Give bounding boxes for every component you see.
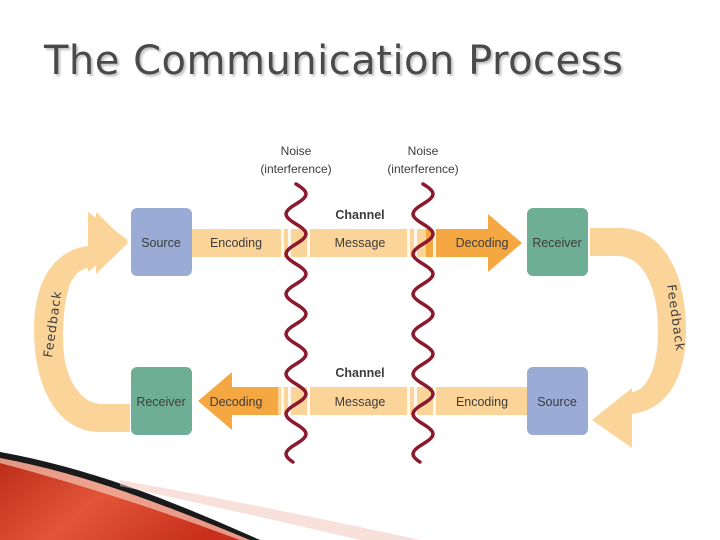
top-message-label: Message (335, 236, 386, 250)
top-message-band (276, 229, 426, 257)
bottom-channel-label: Channel (335, 366, 384, 380)
top-decoding-arrow (426, 214, 522, 272)
top-flow-row: Source Encoding Channel Message Decoding… (131, 208, 588, 276)
noise-label-left-line2: (interference) (260, 162, 331, 176)
top-receiver-box (527, 208, 588, 276)
bottom-receiver-box (131, 367, 192, 435)
bottom-source-box (527, 367, 588, 435)
top-encoding-label: Encoding (210, 236, 262, 250)
noise-label-right-line2: (interference) (387, 162, 458, 176)
top-receiver-label: Receiver (532, 236, 581, 250)
noise-wave-left (284, 182, 308, 464)
bottom-message-label: Message (335, 395, 386, 409)
feedback-band-right (590, 228, 686, 448)
channel-stripes (281, 229, 436, 415)
noise-wave-right (411, 182, 435, 464)
bottom-flow-row: Receiver Decoding Channel Message Encodi… (131, 366, 588, 435)
top-channel-label: Channel (335, 208, 384, 222)
top-source-box (131, 208, 192, 276)
bottom-source-label: Source (537, 395, 577, 409)
bottom-encoding-band (428, 387, 532, 415)
noise-label-right-line1: Noise (408, 144, 439, 158)
bottom-receiver-label: Receiver (136, 395, 185, 409)
bottom-decoding-arrow (198, 372, 278, 430)
bottom-decoding-label: Decoding (210, 395, 263, 409)
top-decoding-label: Decoding (456, 236, 509, 250)
noise-label-left-line1: Noise (281, 144, 312, 158)
top-encoding-band (186, 229, 276, 257)
top-source-label: Source (141, 236, 181, 250)
page-title: The Communication Process (44, 38, 624, 84)
bottom-encoding-label: Encoding (456, 395, 508, 409)
corner-swoosh-decoration (0, 452, 420, 540)
feedback-band-left (34, 212, 130, 432)
